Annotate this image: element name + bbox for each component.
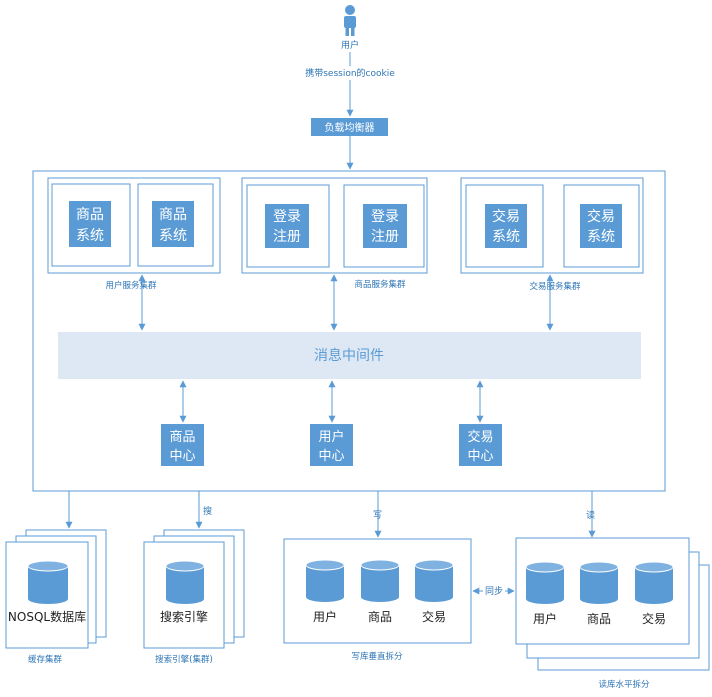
cache-cluster-label: 缓存集群 [28,654,63,665]
service-box [580,204,622,248]
read-db-user-label: 用户 [533,611,557,626]
service-box-line: 系统 [492,229,520,245]
service-box-line: 交易 [587,208,615,225]
read-db-label: 读库水平拆分 [598,679,650,690]
sync-label: 同步 [485,586,503,597]
service-box [265,204,309,248]
service-box-line: 系统 [76,228,104,244]
service-box-line: 商品 [159,207,187,223]
message-middleware-label: 消息中间件 [314,347,384,364]
write-db-label: 写库垂直拆分 [351,651,403,662]
trade-center [459,424,502,466]
database-icon [414,559,454,602]
write-arrow-label: 写 [373,510,382,521]
read-db-trade-label: 交易 [642,611,666,626]
read-arrow-label: 读 [586,509,595,521]
database-icon [634,561,674,604]
database-icon [165,560,205,604]
product-center [161,424,204,466]
center-line: 中心 [169,449,195,464]
read-db-product-label: 商品 [587,611,611,626]
service-box-line: 交易 [492,208,520,225]
write-db-user-label: 用户 [313,609,337,624]
write-db-product-label: 商品 [368,609,392,624]
center-line: 商品 [169,430,195,445]
center-line: 中心 [467,449,493,464]
sync-label-bg [483,584,505,597]
database-icon [360,559,400,602]
service-box-line: 系统 [159,228,187,244]
service-box-line: 商品 [76,207,104,223]
service-box-line: 登录 [273,209,301,225]
service-box-line: 登录 [371,209,399,225]
center-line: 中心 [318,449,344,464]
user-service-cluster-label: 用户服务集群 [105,280,157,291]
nosql-label: NOSQL数据库 [8,609,86,624]
product-service-cluster-label: 商品服务集群 [354,279,406,290]
write-db-trade-label: 交易 [422,609,446,624]
search-arrow-label: 搜 [203,505,212,517]
center-line: 用户 [318,429,344,445]
service-box [69,201,111,247]
service-box-line: 注册 [371,229,399,245]
user-label: 用户 [341,39,359,51]
cookie-label: 携带session的cookie [305,67,395,79]
database-icon [305,559,345,602]
service-box [485,204,527,248]
database-icon [579,561,619,604]
message-middleware [58,332,641,379]
load-balancer-label: 负载均衡器 [325,121,375,134]
search-engine-label: 搜索引擎 [160,609,208,624]
center-line: 交易 [467,429,493,445]
database-icon [525,561,565,604]
search-cluster-label: 搜索引擎(集群) [155,654,213,665]
database-icon [27,560,69,604]
service-box-line: 系统 [587,229,615,245]
service-box-line: 注册 [273,229,301,245]
user-icon [344,5,356,36]
user-center [310,424,353,466]
service-box [363,204,407,248]
load-balancer [311,118,388,136]
trade-service-cluster-label: 交易服务集群 [529,281,581,292]
service-box [152,201,194,247]
